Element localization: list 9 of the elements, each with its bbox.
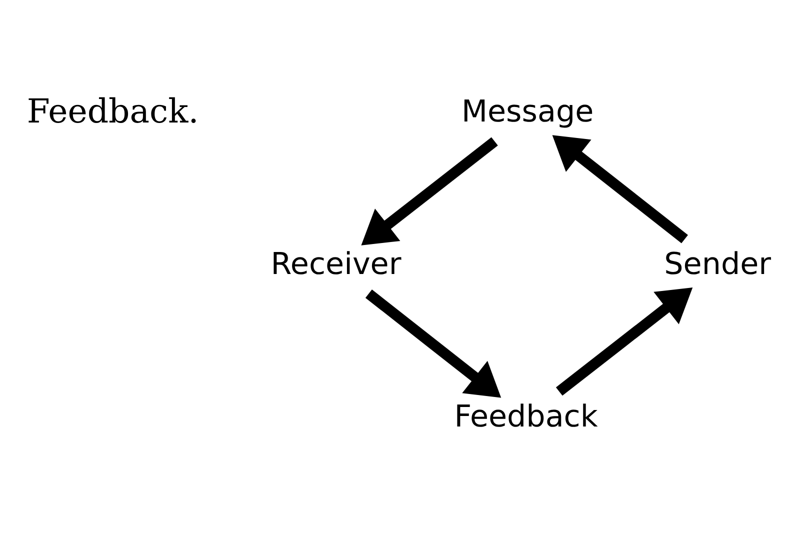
node-text: Sender <box>664 247 772 282</box>
arrow <box>552 135 688 244</box>
label: Feedback. <box>26 92 199 131</box>
arrow <box>556 287 693 396</box>
arrow <box>365 290 502 398</box>
arrow <box>361 137 498 246</box>
node-text: Message <box>461 94 594 130</box>
node-text: Feedback <box>454 399 598 434</box>
node-text: Receiver <box>270 247 402 282</box>
